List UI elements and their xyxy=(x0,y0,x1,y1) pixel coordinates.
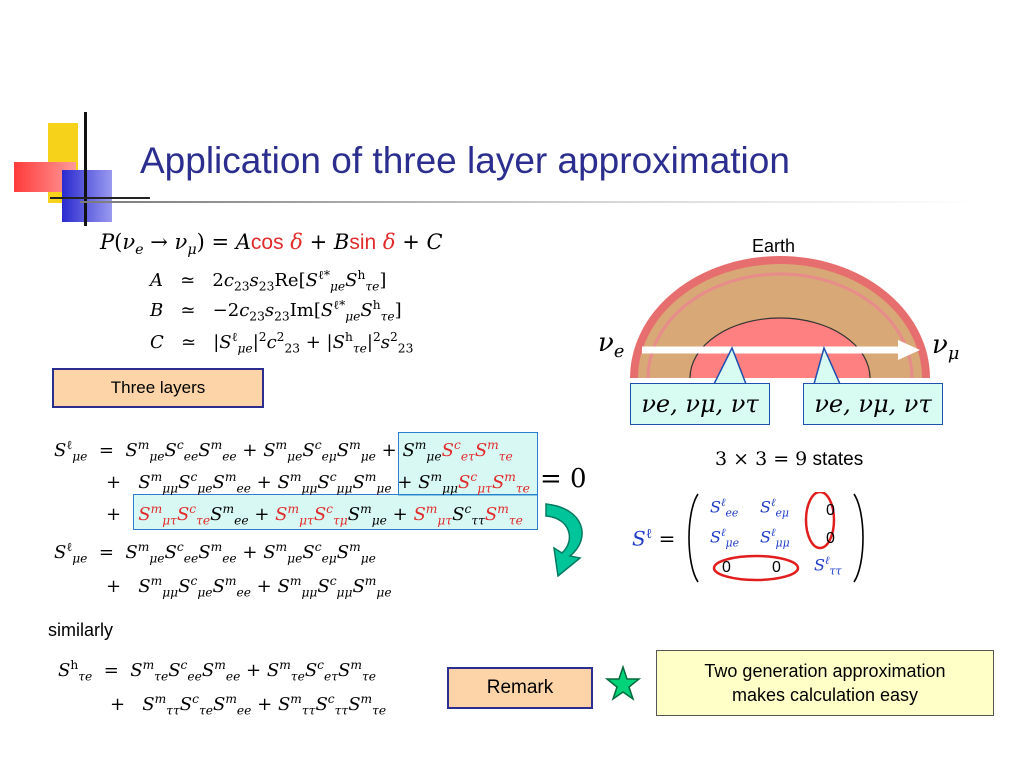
s-mu-e-line-2: + SmμμScμeSmee + SmμμScμμSmμe + SmμμScμτ… xyxy=(106,470,530,496)
matrix-entry-zero: 0 xyxy=(722,559,731,576)
matrix-entry-zero: 0 xyxy=(826,530,835,547)
title-decoration-line xyxy=(50,197,150,199)
nu-mu-label: νμ xyxy=(932,330,960,365)
star-icon xyxy=(605,665,641,701)
slide-title: Application of three layer approximation xyxy=(140,140,790,181)
remark-label: Remark xyxy=(486,677,554,698)
earth-diagram xyxy=(630,256,930,379)
similarly-label: similarly xyxy=(48,620,113,640)
highlight-box xyxy=(133,494,538,530)
title-underline xyxy=(80,201,980,203)
states-count: 3 × 3 = 9 states xyxy=(715,448,864,470)
layer-states-box: νe, νμ, ντ xyxy=(630,383,770,425)
coefficient-b: B ≃ −2c23s23Im[Sℓ*μeShτe] xyxy=(150,298,402,324)
matrix-entry-emu: Sℓeμ xyxy=(760,496,790,520)
remark-box: Remark xyxy=(447,667,593,709)
matrix-entry-mue: Sℓμe xyxy=(710,526,740,550)
nu-e-label: νe xyxy=(598,328,625,363)
s-mu-e-line-1: Sℓμe = SmμeSceeSmee + SmμeSceμSmμe + Smμ… xyxy=(54,438,513,464)
matrix-brackets xyxy=(688,492,864,583)
s-tau-e-line-2: + SmττScτeSmee + SmττScττSmτe xyxy=(110,692,387,718)
matrix-entry-zero: 0 xyxy=(826,502,835,519)
probability-formula: P(νe → νμ) = Acos δ + Bsin δ + C xyxy=(100,230,443,259)
title-decoration-line xyxy=(84,112,87,226)
s-mu-e-reduced-line-1: Sℓμe = SmμeSceeSmee + SmμeSceμSmμe xyxy=(54,540,376,566)
matrix-entry-zero: 0 xyxy=(772,559,781,576)
s-tau-e-line-1: Shτe = SmτeSceeSmee + SmτeSceτSmτe xyxy=(58,658,376,684)
curved-arrow-icon xyxy=(545,503,583,578)
earth-label: Earth xyxy=(752,236,796,256)
three-layers-box: Three layers xyxy=(52,368,264,408)
matrix-entry-ee: Sℓee xyxy=(710,496,739,520)
note-line: makes calculation easy xyxy=(731,685,919,705)
three-layers-label: Three layers xyxy=(110,378,206,397)
matrix-lhs: Sℓ = xyxy=(632,526,676,551)
note-box: Two generation approximation makes calcu… xyxy=(656,650,994,716)
matrix-entry-mumu: Sℓμμ xyxy=(760,526,790,550)
matrix-entry-tautau: Sℓττ xyxy=(814,554,842,578)
s-mu-e-reduced-line-2: + SmμμScμeSmee + SmμμScμμSmμe xyxy=(106,574,392,600)
layer-states-box: νe, νμ, ντ xyxy=(803,383,943,425)
coefficient-c: C ≃ |Sℓμe|2c223 + |Shτe|2s223 xyxy=(150,330,414,356)
note-line: Two generation approximation xyxy=(704,660,946,681)
title-decoration-blue xyxy=(62,170,112,222)
equals-zero: = 0 xyxy=(540,464,587,494)
callout-pointer xyxy=(712,346,842,385)
s-mu-e-line-3: + SmμτScτeSmee + SmμτScτμSmμe + SmμτScττ… xyxy=(106,502,523,528)
coefficient-a: A ≃ 2c23s23Re[Sℓ*μeShτe] xyxy=(150,268,387,294)
